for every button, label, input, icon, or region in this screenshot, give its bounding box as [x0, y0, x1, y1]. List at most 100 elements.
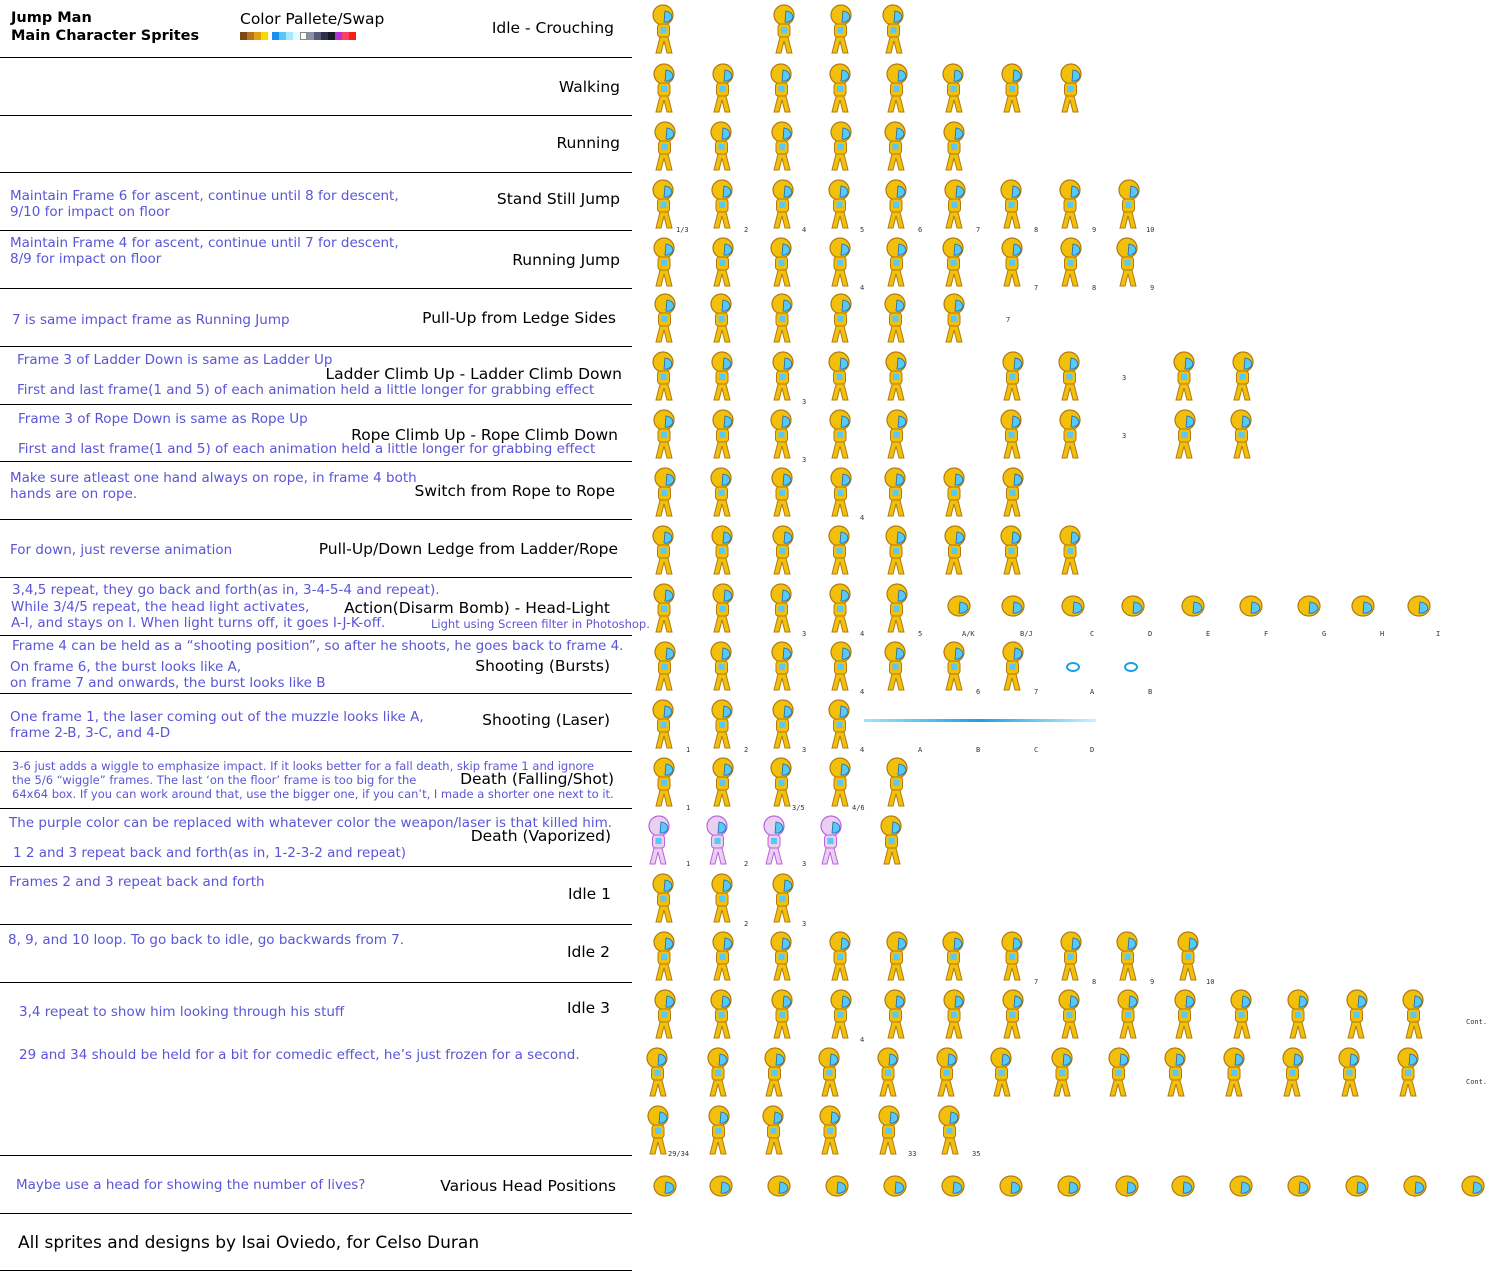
sprite-frame	[1059, 179, 1081, 229]
sprite-frame	[1174, 409, 1196, 459]
frame-label: 9	[1150, 284, 1155, 292]
sprite-frame	[771, 121, 793, 171]
palette-swatch	[349, 32, 356, 40]
sprite-frame	[885, 179, 907, 229]
head-sprite	[1229, 1175, 1253, 1197]
palette-swatch	[240, 32, 247, 40]
frame-label: 9	[1092, 226, 1097, 234]
sprite-frame	[653, 63, 675, 113]
frame-label: 4	[860, 688, 865, 696]
separator	[0, 57, 632, 58]
frame-label: D	[1090, 746, 1095, 754]
sprite-frame	[711, 873, 733, 923]
palette-swatch	[286, 32, 293, 40]
note-run-jump-1: Maintain Frame 4 for ascent, continue un…	[10, 235, 399, 251]
sprite-frame	[654, 641, 676, 691]
sprite-frame	[882, 4, 904, 54]
frame-label: Cont.	[1466, 1078, 1488, 1086]
sprite-frame	[654, 121, 676, 171]
sprite-frame	[772, 351, 794, 401]
sprite-frame	[771, 467, 793, 517]
frame-label: 10	[1206, 978, 1215, 986]
sprite-frame	[942, 237, 964, 287]
frame-label: 3	[1122, 374, 1127, 382]
sprite-frame	[884, 989, 906, 1039]
sprite-frame	[878, 1105, 900, 1155]
head-sprite	[767, 1175, 791, 1197]
sprite-frame	[943, 121, 965, 171]
sprite-frame	[1164, 1047, 1186, 1097]
separator	[0, 288, 632, 289]
row-label-stand-still-jump: Stand Still Jump	[496, 190, 620, 208]
frame-label: 35	[972, 1150, 981, 1158]
sprite-frame	[1338, 1047, 1360, 1097]
frame-label: 3	[802, 456, 807, 464]
sprite-frame	[1058, 351, 1080, 401]
sprite-frame	[1397, 1047, 1419, 1097]
frame-label: A	[1090, 688, 1095, 696]
sprite-frame	[886, 409, 908, 459]
sprite-frame	[1060, 931, 1082, 981]
sprite-frame	[1232, 351, 1254, 401]
sprite-frame	[710, 989, 732, 1039]
palette-swatch	[279, 32, 286, 40]
sprite-frame	[943, 989, 965, 1039]
sprite-frame	[828, 351, 850, 401]
separator	[0, 866, 632, 867]
frame-label: C	[1090, 630, 1095, 638]
sprite-frame	[820, 815, 842, 865]
sprite-frame	[1177, 931, 1199, 981]
head-sprite	[1171, 1175, 1195, 1197]
sheet-title: Jump Man Main Character Sprites	[11, 9, 199, 45]
frame-label: 7	[1006, 316, 1011, 324]
separator	[0, 1270, 632, 1271]
sprite-frame	[652, 351, 674, 401]
frame-label: 10	[1146, 226, 1155, 234]
sprite-frame	[1002, 641, 1024, 691]
frame-label: 6	[918, 226, 923, 234]
sprite-frame	[652, 873, 674, 923]
frame-label: H	[1380, 630, 1385, 638]
frame-label: C	[1034, 746, 1039, 754]
head-sprite	[1121, 595, 1145, 617]
sprite-frame	[942, 931, 964, 981]
burst-effect	[1066, 662, 1080, 672]
row-label-shooting-bursts: Shooting (Bursts)	[475, 657, 610, 675]
sprite-frame	[829, 931, 851, 981]
note-ladder-1: Frame 3 of Ladder Down is same as Ladder…	[17, 352, 333, 368]
sprite-frame	[770, 63, 792, 113]
sprite-frame	[1060, 237, 1082, 287]
sprite-frame	[653, 931, 675, 981]
sprite-frame	[1059, 409, 1081, 459]
note-vapor-2: 1 2 and 3 repeat back and forth(as in, 1…	[13, 845, 407, 861]
burst-effect	[1124, 662, 1138, 672]
sprite-frame	[770, 583, 792, 633]
sprite-frame	[770, 757, 792, 807]
sprite-frame	[712, 409, 734, 459]
note-heads: Maybe use a head for showing the number …	[16, 1177, 366, 1193]
head-sprite	[999, 1175, 1023, 1197]
separator	[0, 172, 632, 173]
sprite-frame	[706, 815, 728, 865]
sprite-frame	[818, 1047, 840, 1097]
sprite-frame	[764, 1047, 786, 1097]
sprite-frame	[1230, 409, 1252, 459]
row-label-idle-2: Idle 2	[566, 943, 610, 961]
palette-swatch	[307, 32, 314, 40]
sprite-frame	[712, 757, 734, 807]
sprite-frame	[830, 989, 852, 1039]
row-label-death-falling: Death (Falling/Shot)	[460, 770, 614, 788]
sprite-frame	[828, 699, 850, 749]
sprite-frame	[712, 931, 734, 981]
separator	[0, 924, 632, 925]
frame-label: 1	[686, 746, 691, 754]
row-label-pull-up-down-ledge: Pull-Up/Down Ledge from Ladder/Rope	[318, 540, 618, 558]
sprite-frame	[990, 1047, 1012, 1097]
row-label-running-jump: Running Jump	[512, 251, 620, 269]
frame-label: 5	[860, 226, 865, 234]
frame-label: F	[1264, 630, 1269, 638]
note-action-2: While 3/4/5 repeat, the head light activ…	[11, 599, 310, 615]
sprite-frame	[1001, 237, 1023, 287]
frame-label: D	[1148, 630, 1153, 638]
